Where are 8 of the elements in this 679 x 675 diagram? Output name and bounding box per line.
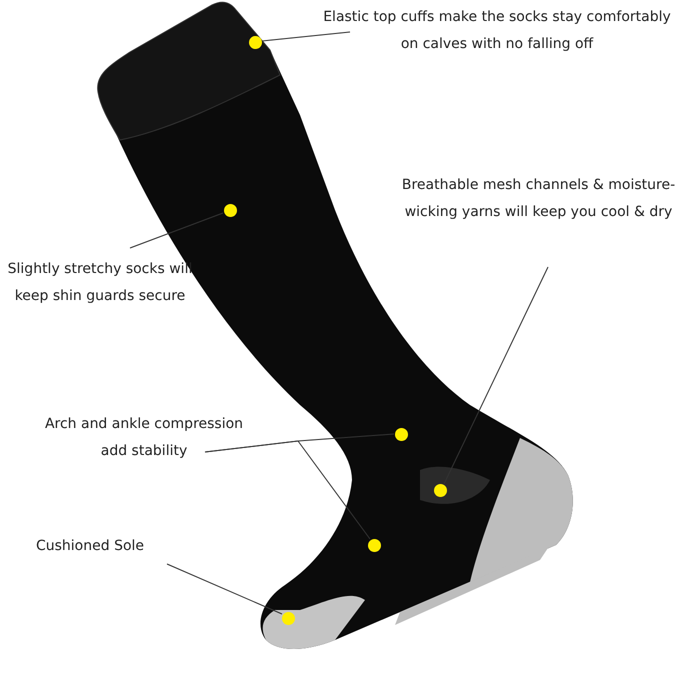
callout-text: Breathable mesh channels & moisture-wicking yarns will keep you cool & dry bbox=[398, 172, 679, 226]
callout-text: Elastic top cuffs make the socks stay comfortably on calves with no falling off bbox=[315, 4, 679, 58]
leader-line bbox=[262, 32, 350, 42]
leader-line bbox=[444, 266, 548, 484]
leader-line bbox=[130, 212, 224, 248]
callout-text: Arch and ankle compression add stability bbox=[38, 411, 250, 465]
leader-line bbox=[204, 440, 370, 540]
callout-text: Cushioned Sole bbox=[30, 533, 150, 560]
